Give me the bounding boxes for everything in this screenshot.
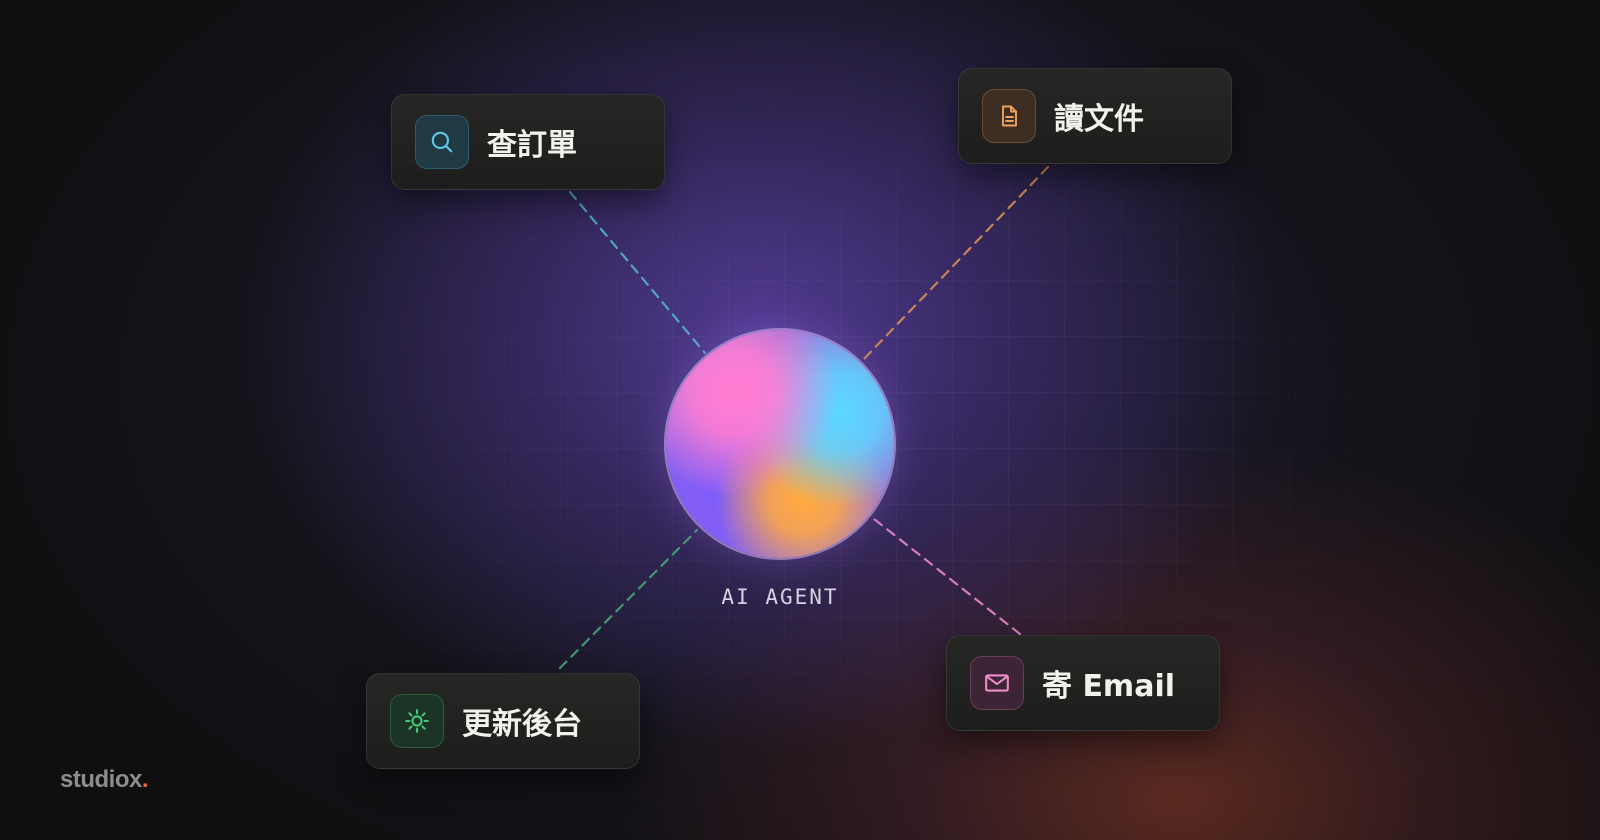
mail-icon: [970, 656, 1024, 710]
connector-read-document: [861, 165, 1050, 362]
node-update-backend: 更新後台: [366, 673, 640, 769]
node-label: 更新後台: [462, 707, 582, 742]
gear-icon: [390, 694, 444, 748]
brand-name: studiox: [60, 766, 142, 793]
node-send-email: 寄 Email: [946, 635, 1220, 731]
node-query-order: 查訂單: [391, 94, 665, 190]
connector-send-email: [872, 517, 1022, 636]
brand-dot: .: [141, 766, 149, 793]
node-label: 查訂單: [487, 128, 577, 163]
node-read-document: 讀文件: [958, 68, 1232, 164]
connector-query-order: [568, 190, 707, 355]
search-icon: [415, 115, 469, 169]
ai-agent-label: AI AGENT: [721, 585, 839, 609]
connector-update-backend: [558, 528, 699, 670]
brand-logo: studiox.: [60, 766, 149, 794]
document-icon: [982, 89, 1036, 143]
ai-agent-orb: [666, 330, 894, 558]
node-label: 寄 Email: [1042, 669, 1176, 704]
node-label: 讀文件: [1054, 102, 1144, 137]
